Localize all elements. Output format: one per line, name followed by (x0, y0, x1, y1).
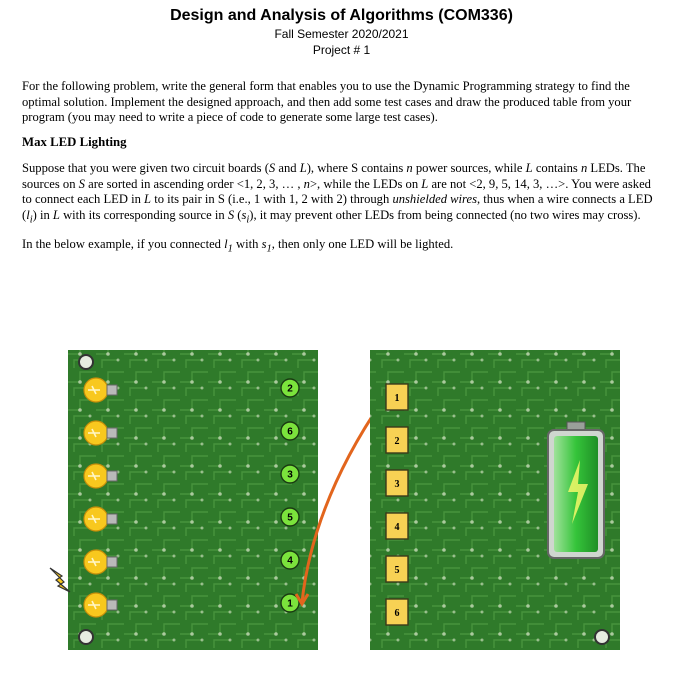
led-bulb-icon (83, 506, 118, 532)
led-label-column: 2 6 3 5 4 1 (280, 378, 300, 613)
course-title: Design and Analysis of Algorithms (COM33… (170, 7, 513, 24)
battery-icon (547, 421, 605, 559)
led-bulb-icon (83, 592, 118, 618)
led-label-text: 4 (287, 556, 293, 567)
source-label-text: 3 (395, 479, 400, 490)
led-bulb-icon (83, 463, 118, 489)
led-label: 1 (280, 593, 300, 613)
source-label: 2 (385, 426, 409, 454)
led-label-text: 5 (287, 513, 293, 524)
document-header: Design and Analysis of Algorithms (COM33… (0, 6, 683, 58)
led-bulb-icon (83, 420, 118, 446)
led-label: 2 (280, 378, 300, 398)
led-label: 4 (280, 550, 300, 570)
source-label-text: 6 (395, 608, 400, 619)
mount-hole-icon (78, 629, 94, 645)
led-label: 6 (280, 421, 300, 441)
led-label-text: 6 (287, 427, 293, 438)
board-l: 2 6 3 5 4 1 (49, 350, 392, 650)
section-title: Max LED Lighting (22, 134, 127, 149)
led-label: 5 (280, 507, 300, 527)
led-bulb-icon (83, 377, 118, 403)
led-label: 3 (280, 464, 300, 484)
semester-line: Fall Semester 2020/2021 (274, 27, 409, 41)
lightning-icon (49, 567, 71, 593)
source-label-text: 1 (395, 393, 400, 404)
led-bulb-icon (83, 549, 118, 575)
led-label-text: 2 (287, 384, 293, 395)
led-label-text: 1 (287, 599, 293, 610)
source-label: 5 (385, 555, 409, 583)
problem-paragraph: Suppose that you were given two circuit … (22, 161, 653, 226)
source-label: 3 (385, 469, 409, 497)
example-paragraph: In the below example, if you connected l… (22, 236, 454, 255)
mount-hole-icon (78, 354, 94, 370)
document-body: For the following problem, write the gen… (22, 79, 662, 266)
led-bulb-column (83, 377, 118, 618)
source-label-text: 5 (395, 565, 400, 576)
led-label-text: 3 (287, 470, 293, 481)
source-label: 6 (385, 598, 409, 626)
project-line: Project # 1 (312, 43, 371, 57)
board-s: 1 2 3 4 5 6 (370, 350, 620, 650)
mount-hole-icon (594, 629, 610, 645)
wire-arrow-icon (294, 593, 310, 607)
source-label: 4 (385, 512, 409, 540)
source-label: 1 (385, 383, 409, 411)
source-label-column: 1 2 3 4 5 6 (385, 383, 409, 626)
source-label-text: 4 (395, 522, 400, 533)
intro-paragraph: For the following problem, write the gen… (22, 79, 632, 124)
circuit-figure: 2 6 3 5 4 1 1 2 3 4 5 6 (49, 350, 620, 650)
source-label-text: 2 (395, 436, 400, 447)
